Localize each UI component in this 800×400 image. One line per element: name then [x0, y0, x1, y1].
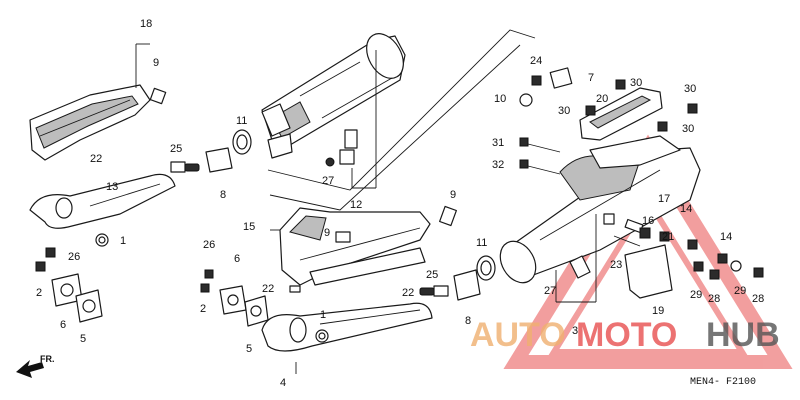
- joint-upper: [170, 129, 252, 173]
- callout-9: 9: [153, 57, 159, 69]
- callout-15: 15: [243, 221, 255, 233]
- callout-10: 10: [494, 93, 506, 105]
- callout-8: 8: [220, 189, 226, 201]
- callout-labels: 18 9 22 25 11 8 27 12 13 1 15 9 9 26 2 6…: [36, 18, 764, 389]
- callout-2: 2: [36, 287, 42, 299]
- gasket-set-middle: [200, 269, 301, 327]
- callout-26: 26: [68, 251, 80, 263]
- front-direction-label: FR.: [40, 354, 55, 364]
- callout-13: 13: [106, 181, 118, 193]
- callout-14: 14: [680, 203, 692, 215]
- callout-16: 16: [642, 215, 654, 227]
- callout-1: 1: [120, 235, 126, 247]
- callout-25: 25: [170, 143, 182, 155]
- callout-6: 6: [234, 253, 240, 265]
- callout-28: 28: [752, 293, 764, 305]
- callout-11: 11: [236, 115, 247, 127]
- callout-18: 18: [140, 18, 152, 30]
- callout-21: 21: [662, 231, 674, 243]
- callout-1: 1: [320, 309, 326, 321]
- callout-9: 9: [450, 189, 456, 201]
- watermark-moto: MOTO: [576, 316, 677, 354]
- muffler-lower: [499, 135, 701, 299]
- callout-29: 29: [734, 285, 746, 297]
- callout-22: 22: [90, 153, 102, 165]
- muffler-upper: [261, 29, 536, 211]
- watermark-text: AUTO MOTO HUB: [470, 316, 780, 354]
- callout-5: 5: [80, 333, 86, 345]
- callout-2: 2: [200, 303, 206, 315]
- clamp-group-upper: [325, 50, 377, 189]
- bracket-upper-right: [519, 67, 698, 141]
- gasket-set-left: [35, 247, 103, 323]
- callout-29: 29: [690, 289, 702, 301]
- callout-9: 9: [324, 227, 330, 239]
- watermark-hub: HUB: [706, 316, 780, 354]
- callout-31: 31: [492, 137, 504, 149]
- heat-shield-middle: [270, 205, 457, 286]
- callout-30: 30: [630, 77, 642, 89]
- callout-7: 7: [588, 72, 594, 84]
- callout-6: 6: [60, 319, 66, 331]
- callout-27: 27: [544, 285, 556, 297]
- hardware-right: [555, 213, 764, 303]
- callout-32: 32: [492, 159, 504, 171]
- joint-lower: [419, 255, 496, 301]
- callout-8: 8: [465, 315, 471, 327]
- callout-27: 27: [322, 175, 334, 187]
- callout-26: 26: [203, 239, 215, 251]
- callout-25: 25: [426, 269, 438, 281]
- callout-20: 20: [596, 93, 608, 105]
- callout-4: 4: [280, 377, 286, 389]
- callout-11: 11: [476, 237, 487, 249]
- callout-23: 23: [610, 259, 622, 271]
- callout-17: 17: [658, 193, 670, 205]
- exhaust-pipe-4: [261, 302, 433, 374]
- bolts-31-32: [519, 137, 561, 175]
- watermark-auto: AUTO: [470, 316, 566, 354]
- callout-22: 22: [262, 283, 274, 295]
- heat-shield-upper-left: [29, 43, 167, 161]
- front-direction-arrow-icon: [16, 360, 44, 378]
- exhaust-pipe-13: [29, 173, 176, 247]
- callout-14: 14: [720, 231, 732, 243]
- callout-3: 3: [572, 325, 578, 337]
- callout-30: 30: [558, 105, 570, 117]
- callout-22: 22: [402, 287, 414, 299]
- callout-19: 19: [652, 305, 664, 317]
- callout-24: 24: [530, 55, 542, 67]
- diagram-code: MEN4- F2100: [690, 377, 756, 388]
- callout-28: 28: [708, 293, 720, 305]
- callout-5: 5: [246, 343, 252, 355]
- callout-12: 12: [350, 199, 362, 211]
- callout-30: 30: [684, 83, 696, 95]
- callout-30: 30: [682, 123, 694, 135]
